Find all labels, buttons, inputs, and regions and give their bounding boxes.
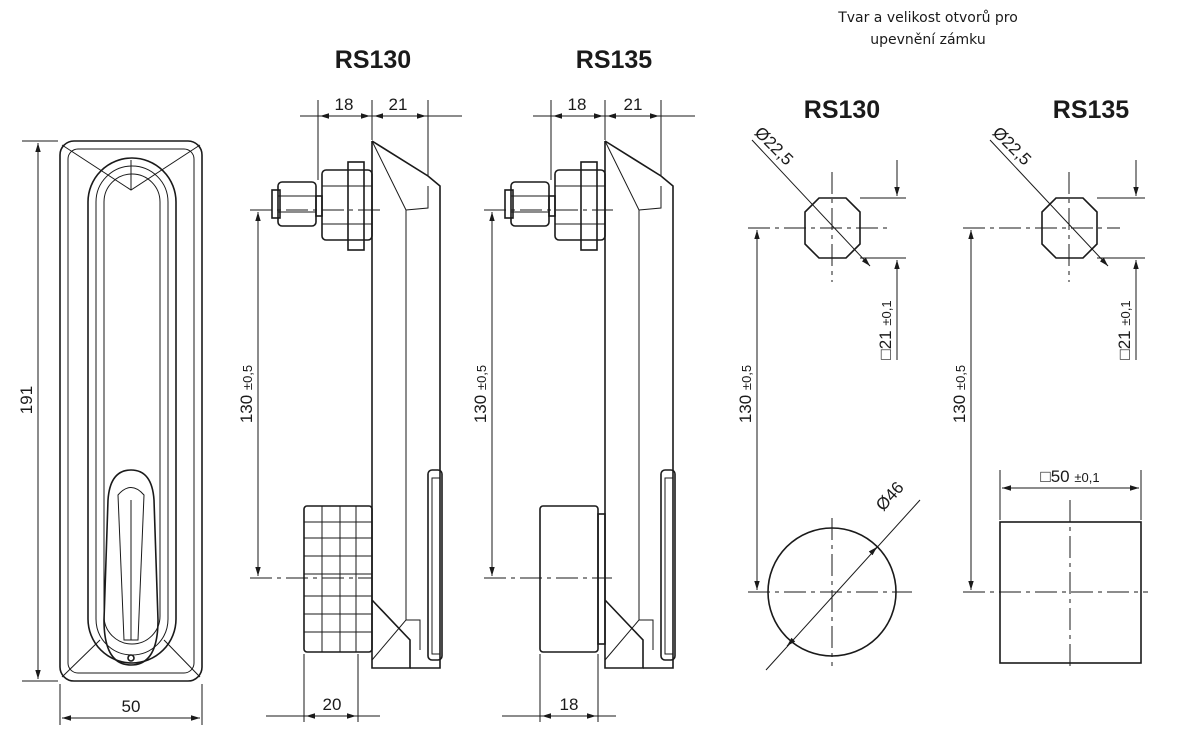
rs135-dim-21-label: 21 [624,95,643,114]
rs135-plate [604,140,674,669]
front-height-label: 191 [17,386,36,414]
hole-shape-note: Tvar a velikost otvorů pro upevnění zámk… [837,10,1018,48]
rs135-hole-spacing-label: 130 ±0,5 [950,365,969,423]
title-side-rs135: RS135 [576,46,653,74]
rs130-bottom-label: 20 [323,695,342,714]
front-lever [103,469,159,666]
side-view-rs130: 130 ±0,5 18 21 20 [237,95,462,722]
rs130-nut-small [277,181,317,227]
rs130-dim-18-label: 18 [335,95,354,114]
rs130-dim-21-label: 21 [389,95,408,114]
title-hole-rs130: RS130 [804,96,880,124]
rs130-spacing-label: 130 ±0,5 [237,365,256,423]
rs135-nut-small [510,181,550,227]
front-housing [59,140,203,682]
rs130-plate [371,140,441,669]
rs130-upper-hole [804,197,861,259]
rs135-square-bottom-label: □50 ±0,1 [1040,467,1099,486]
rs135-nut-large [554,169,606,241]
rs135-spacing-label: 130 ±0,5 [471,365,490,423]
rs135-dim-18-label: 18 [568,95,587,114]
rs130-square-label: □21 ±0,1 [876,300,895,359]
title-side-rs130: RS130 [335,46,411,74]
hole-pattern-rs130: Ø22,5 □21 ±0,1 Ø46 130 ±0,5 [736,123,921,671]
rs135-lock-cylinder [539,505,599,653]
front-view: 191 50 [17,140,203,725]
rs130-hole-spacing-label: 130 ±0,5 [736,365,755,423]
note-line-2: upevnění zámku [870,32,985,48]
title-hole-rs135: RS135 [1053,96,1130,124]
rs130-lock-cylinder [303,505,373,653]
front-width-label: 50 [122,697,141,716]
hole-pattern-rs135: Ø22,5 □21 ±0,1 □50 ±0,1 130 ±0,5 [950,123,1148,670]
note-line-1: Tvar a velikost otvorů pro [837,10,1018,26]
front-handle-recess [87,157,177,664]
rs135-square-label: □21 ±0,1 [1115,300,1134,359]
rs130-diameter-bottom-label: Ø46 [872,478,908,515]
rs135-bottom-label: 18 [560,695,579,714]
rs135-upper-hole [1041,197,1098,259]
side-view-rs135: 130 ±0,5 18 21 18 [471,95,695,722]
rs130-nut-large [321,169,373,241]
